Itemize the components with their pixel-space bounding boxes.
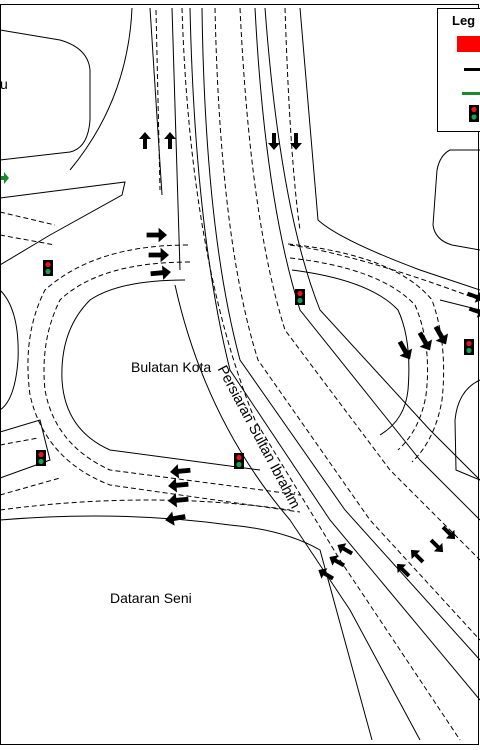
ring-lane-east-2 [287, 243, 445, 463]
avenue-lane-3 [239, 7, 480, 561]
traffic-light-east [464, 339, 474, 355]
map-legend: Leg [437, 8, 480, 132]
avenue-edge-d [264, 7, 480, 481]
arrow-down-2 [290, 133, 302, 150]
road-west-edge-b [0, 289, 19, 411]
ring-lane-east-1 [289, 257, 429, 451]
avenue-lane-4 [284, 7, 301, 231]
arrow-east-edge-2 [468, 306, 480, 318]
road-edge-north-left [69, 7, 133, 171]
arrow-west-2 [168, 478, 189, 493]
left-area-label-fragment: u [0, 76, 8, 92]
road-west-edge-a [0, 181, 126, 266]
arrow-up-1 [139, 132, 151, 149]
ring-lane-west-1 [43, 261, 301, 496]
arrow-west-3 [168, 493, 189, 508]
arrow-se-3 [433, 325, 449, 345]
avenue-edge-a [189, 7, 480, 701]
green-arrow-icon [0, 172, 9, 184]
arrow-avenue-se-1 [441, 525, 456, 540]
road-west-edge-c [0, 419, 51, 479]
ring-inner-west [61, 279, 261, 471]
traffic-light-icon [469, 105, 479, 122]
red-block-icon [457, 36, 480, 52]
arrow-south-nw-3 [318, 568, 335, 581]
arrow-up-2 [164, 132, 176, 149]
traffic-light-avenue [295, 289, 305, 305]
arrow-south-nw-2 [329, 555, 346, 568]
arrow-east-edge-1 [466, 291, 480, 303]
building-right-upper [432, 149, 480, 251]
legend-title: Leg [452, 13, 476, 28]
arrow-se-1 [397, 340, 413, 360]
arrow-avenue-nw-2 [396, 563, 411, 578]
roundabout-label: Bulatan Kota [131, 359, 212, 375]
arrow-avenue-se-2 [429, 538, 444, 553]
green-arrow-legend-icon [462, 92, 480, 95]
road-west-lane-a [0, 211, 56, 226]
ring-lane-west-2 [27, 244, 301, 513]
road-edge-north-1 [149, 7, 163, 196]
black-arrow-icon [464, 68, 480, 71]
flow-arrows [139, 132, 480, 581]
avenue-edge-b [201, 7, 480, 661]
arrow-east-1 [146, 227, 168, 243]
area-label: Dataran Seni [110, 590, 192, 606]
building-top-left [0, 29, 91, 161]
arrow-down-1 [268, 133, 280, 150]
arrow-east-3 [150, 265, 171, 280]
arrow-se-2 [417, 331, 433, 351]
road-edge-right-a [299, 7, 480, 291]
traffic-light-south [234, 453, 244, 469]
avenue-lane-1 [181, 7, 461, 741]
road-lane-right [289, 244, 480, 301]
road-lane-north [155, 9, 161, 191]
road-west-lane-b [0, 234, 56, 246]
arrow-west-1 [170, 464, 191, 479]
ring-inner-east [291, 269, 410, 436]
avenue-edge-outer-left [174, 284, 421, 741]
building-right-lower [454, 379, 480, 481]
traffic-light-west-south [36, 450, 46, 466]
avenue-lane-2 [214, 7, 480, 641]
traffic-light-west-north [43, 260, 53, 276]
road-south-lane [0, 499, 291, 511]
arrow-south-nw-1 [337, 543, 354, 556]
arrow-west-4 [165, 511, 186, 526]
road-west-lane-c [0, 437, 39, 446]
arrow-avenue-nw-1 [410, 549, 425, 564]
arrow-east-2 [148, 247, 170, 263]
road-south-edge [0, 515, 373, 741]
road-west-lane-d [0, 477, 61, 496]
